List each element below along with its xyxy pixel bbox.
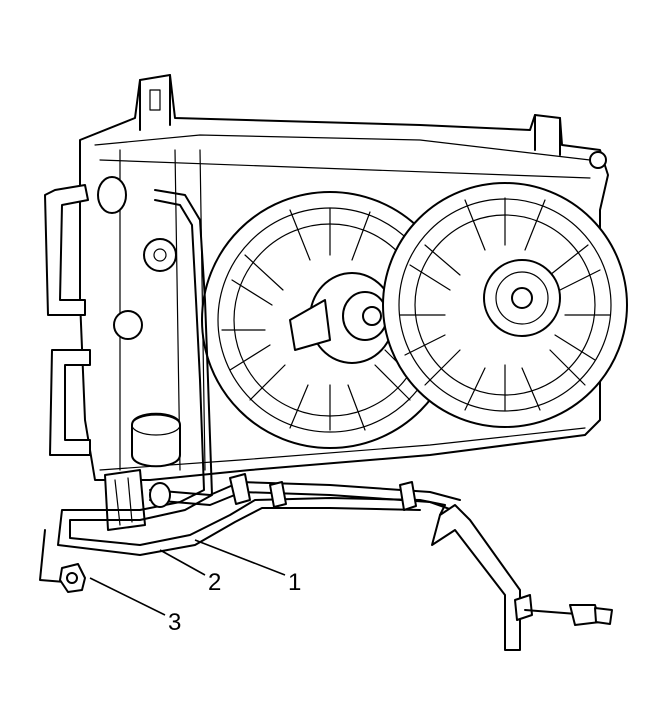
left-tank-hoses xyxy=(44,176,181,531)
right-fan-shroud xyxy=(382,182,628,428)
leader-2 xyxy=(159,549,206,576)
callout-1: 1 xyxy=(288,569,301,596)
leader-3 xyxy=(89,577,166,616)
callout-3: 3 xyxy=(168,609,181,636)
hose-bracket xyxy=(59,563,86,593)
callout-2: 2 xyxy=(208,569,221,596)
leader-1 xyxy=(194,539,286,576)
callout-leaders xyxy=(89,539,286,616)
transmission-cooler-lines xyxy=(39,189,613,651)
